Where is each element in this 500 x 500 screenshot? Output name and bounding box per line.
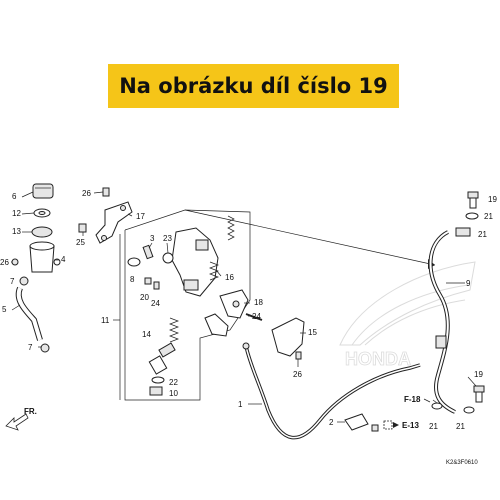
callout-5: 5 xyxy=(2,305,7,314)
callout-26-left: 26 xyxy=(0,258,9,267)
master-cylinder-body xyxy=(171,227,219,297)
hose-clip-top xyxy=(19,276,29,286)
callout-21-bottom-b: 21 xyxy=(456,422,465,431)
nut-20 xyxy=(144,277,152,285)
callout-1: 1 xyxy=(238,400,243,409)
ref-f18: F-18 xyxy=(404,395,431,404)
cable-clamp xyxy=(344,413,379,432)
banjo-fitting-top xyxy=(455,227,471,237)
callout-14: 14 xyxy=(142,330,151,339)
callout-12: 12 xyxy=(12,209,21,218)
sealing-washer-21-bottom-a xyxy=(431,402,443,410)
reservoir-cap xyxy=(32,183,54,199)
brake-cable xyxy=(242,342,421,440)
svg-text:HONDA: HONDA xyxy=(345,349,411,369)
nut-24 xyxy=(153,281,160,290)
callout-26-right: 26 xyxy=(293,370,302,379)
front-arrow: FR. xyxy=(5,407,37,431)
piston-spring-14 xyxy=(169,317,179,343)
boot-22 xyxy=(151,376,165,384)
lever-bracket xyxy=(204,313,229,337)
diaphragm xyxy=(31,226,53,238)
ref-e13-label: E-13 xyxy=(402,421,419,430)
reservoir-hose xyxy=(15,286,43,341)
oring-23 xyxy=(162,252,174,264)
banjo-bolt-19-bottom xyxy=(473,385,485,403)
callout-4: 4 xyxy=(61,255,66,264)
callout-24: 24 xyxy=(151,299,160,308)
banner-text: Na obrázku díl číslo 19 xyxy=(119,74,388,98)
callout-labels: 6 12 13 4 26 7 5 7 26 17 25 3 23 8 20 24… xyxy=(0,189,497,431)
callout-8: 8 xyxy=(130,275,135,284)
reservoir-body xyxy=(29,241,61,273)
callout-21-top-b: 21 xyxy=(478,230,487,239)
callout-22: 22 xyxy=(169,378,178,387)
sealing-washer-21-top xyxy=(465,212,479,220)
bolt-26-top xyxy=(102,187,110,197)
part-number-banner: Na obrázku díl číslo 19 xyxy=(108,64,399,108)
bolt-26-left xyxy=(11,258,19,266)
bolt-25 xyxy=(78,223,87,233)
brake-lever xyxy=(219,289,249,319)
washer-8 xyxy=(127,257,141,267)
leader-lines xyxy=(11,191,477,423)
brake-hose xyxy=(428,230,456,414)
callout-6: 6 xyxy=(12,192,17,201)
bolt-3 xyxy=(142,244,154,260)
callout-20: 20 xyxy=(140,293,149,302)
hose-clip-bottom xyxy=(40,343,50,353)
callout-15: 15 xyxy=(308,328,317,337)
lever-pivot-bolt xyxy=(245,313,263,321)
callout-9: 9 xyxy=(466,279,471,288)
callout-7-bottom: 7 xyxy=(28,343,33,352)
honda-wing-watermark: HONDA xyxy=(339,261,476,369)
cable-cover xyxy=(271,317,305,360)
ref-f18-label: F-18 xyxy=(404,395,421,404)
reservoir-bracket xyxy=(95,201,133,244)
callout-21-bottom-a: 21 xyxy=(429,422,438,431)
spring-top xyxy=(227,215,235,241)
callout-2: 2 xyxy=(329,418,334,427)
diaphragm-plate xyxy=(33,208,51,218)
callout-24-right: 24 xyxy=(252,312,261,321)
callout-11: 11 xyxy=(101,316,110,325)
ref-e13: E-13 xyxy=(383,420,419,430)
callout-23: 23 xyxy=(163,234,172,243)
callout-13: 13 xyxy=(12,227,21,236)
callout-7-top: 7 xyxy=(10,277,15,286)
callout-18: 18 xyxy=(254,298,263,307)
callout-10: 10 xyxy=(169,389,178,398)
diagram-code: K2&3F0610 xyxy=(446,460,478,466)
pushrod-10 xyxy=(149,386,163,396)
callout-19-bottom: 19 xyxy=(474,370,483,379)
sealing-washer-21-bottom-b xyxy=(463,406,475,414)
banjo-bolt-19-top xyxy=(467,191,479,209)
callout-26-top: 26 xyxy=(82,189,91,198)
callout-3: 3 xyxy=(150,234,155,243)
callout-16: 16 xyxy=(225,273,234,282)
callout-17: 17 xyxy=(136,212,145,221)
callout-25: 25 xyxy=(76,238,85,247)
piston-assembly xyxy=(148,342,176,375)
front-arrow-label: FR. xyxy=(24,407,37,416)
spring-16 xyxy=(209,261,219,281)
callout-21-top-a: 21 xyxy=(484,212,493,221)
callout-19-top: 19 xyxy=(488,195,497,204)
